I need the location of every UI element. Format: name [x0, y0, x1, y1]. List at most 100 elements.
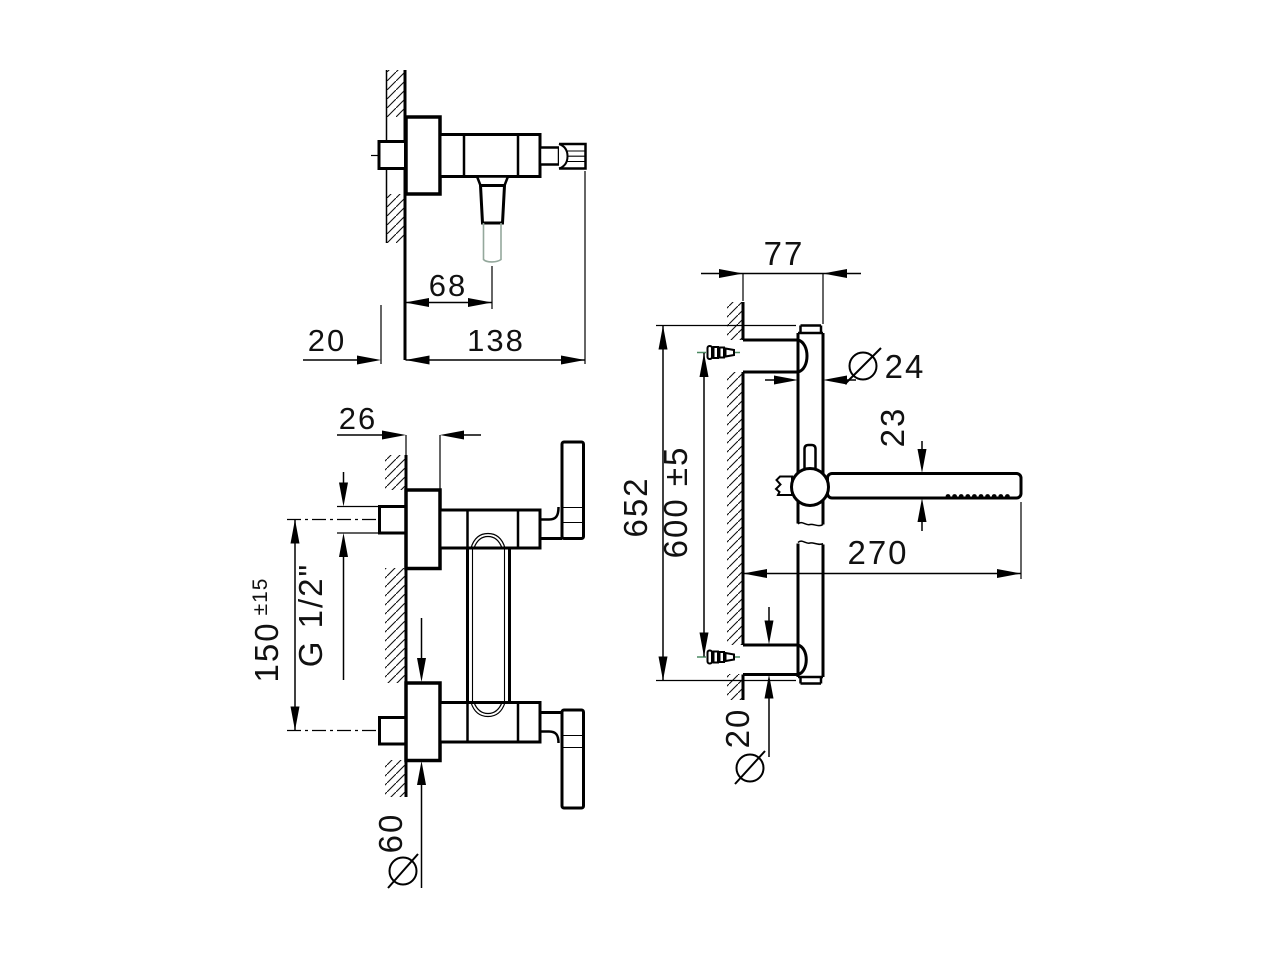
bracket-nose-arc: [797, 338, 809, 374]
dim-handshower-diameter: 23: [874, 407, 927, 531]
arrowhead: [339, 533, 348, 557]
dim-label: 60: [372, 813, 409, 854]
screw-tip: [724, 651, 735, 663]
screw-ridge: [718, 651, 725, 663]
spray-nozzle-dots: [945, 494, 1010, 499]
handshower-body: [826, 472, 1023, 500]
bottom-inlet-nut: [378, 716, 408, 746]
wall-escutcheon: [404, 115, 442, 196]
arrowhead: [823, 375, 847, 385]
holder-hook-break: [774, 475, 793, 496]
arrowhead: [339, 482, 348, 507]
mixer-front: [378, 440, 585, 810]
arrowhead: [997, 569, 1021, 578]
lever-blade: [560, 708, 585, 810]
plan-view: 68 20 138: [303, 70, 587, 365]
wall-hatch: [386, 70, 405, 117]
dim-bracket-projection: 77: [701, 235, 861, 324]
wall-hatch: [385, 568, 406, 683]
arrowhead: [719, 269, 743, 278]
wall-hatch: [385, 760, 406, 797]
arrowhead: [290, 706, 300, 731]
dim-bracket-spacing: 600 ±5: [657, 353, 709, 657]
arrowhead: [440, 430, 464, 440]
arrowhead: [917, 449, 927, 473]
arrowhead: [823, 269, 847, 278]
dim-label: 150±15: [248, 578, 285, 683]
dim-label: 600 ±5: [657, 446, 694, 559]
bottom-wall-bracket: [706, 643, 808, 676]
outlet-cone: [478, 184, 507, 225]
mixer-plan: [371, 115, 587, 263]
dim-label: 20: [308, 323, 346, 358]
dim-label: 68: [429, 268, 467, 303]
column-dome-arc: [470, 532, 506, 549]
rail-break-wave: [797, 521, 824, 527]
screw-anchor-icon: [706, 649, 735, 665]
dim-outlet-offset: 68: [405, 266, 493, 309]
top-inlet-nut: [378, 505, 408, 535]
top-lever: [540, 440, 585, 540]
top-valve-body: [438, 508, 542, 550]
diameter-symbol: [844, 347, 882, 385]
screw-head: [706, 649, 713, 665]
slider-ball-joint: [790, 467, 830, 507]
arrowhead: [382, 430, 406, 440]
front-view: 26 G 1/2" 150±15 60: [248, 401, 585, 889]
diameter-circle: [388, 856, 418, 886]
arrowhead: [417, 658, 426, 682]
inlet-nut: [377, 140, 407, 170]
top-escutcheon: [404, 488, 442, 571]
diameter-slash: [387, 853, 419, 889]
diameter-slash: [844, 347, 882, 385]
thread-label: G 1/2": [292, 563, 329, 667]
screw-tip: [724, 347, 735, 358]
column-dome-arc: [470, 702, 506, 718]
screw-ridge: [712, 650, 719, 664]
bracket-fill: [741, 341, 797, 371]
arrowhead: [658, 656, 668, 681]
screw-ridge: [712, 346, 719, 359]
dim-escutcheon-diameter: 60: [372, 618, 426, 889]
arrowhead: [743, 569, 767, 578]
dim-inlet-spacing: 150±15: [248, 519, 300, 731]
dim-label: 23: [874, 407, 911, 448]
dim-label: 24: [885, 348, 926, 385]
wall-hatch: [385, 455, 406, 490]
dim-escutcheon-depth: 26: [337, 401, 481, 489]
diameter-slash: [734, 750, 766, 785]
rail-side-view: 77 24 23 652: [617, 235, 1023, 785]
bottom-valve-body: [438, 701, 542, 744]
lever-blade: [560, 440, 585, 540]
wall-section: [727, 302, 745, 700]
arrowhead: [468, 298, 492, 307]
arrowhead: [917, 498, 927, 522]
wall-hatch: [727, 674, 743, 700]
arrowhead: [405, 355, 430, 365]
wall-hatch: [727, 372, 743, 645]
diameter-symbol: [734, 750, 766, 785]
wall-section: [385, 70, 407, 360]
label-thread-size: G 1/2": [292, 472, 379, 680]
arrowhead: [774, 375, 798, 385]
dim-bracket-arm-diameter: 20: [719, 607, 774, 785]
wall-hatch: [386, 194, 405, 243]
screw-head: [706, 345, 713, 360]
diameter-symbol: [387, 853, 419, 889]
diameter-circle: [735, 753, 765, 783]
column-dome-arc: [473, 702, 503, 715]
arrowhead: [699, 353, 709, 377]
slider-lock-knob: [803, 443, 817, 470]
dim-label: 652: [617, 476, 654, 537]
lever-arm-bottom-fillet: [540, 730, 560, 744]
arrowhead: [357, 355, 381, 365]
dim-label: 138: [467, 323, 525, 358]
arrowhead: [417, 761, 426, 785]
screw-anchor-icon: [706, 345, 735, 360]
handshower-holder-tube: [482, 223, 502, 263]
wall-hatch: [727, 302, 743, 340]
dim-label: 270: [847, 534, 908, 571]
diameter-circle: [848, 351, 878, 381]
top-wall-bracket: [706, 338, 809, 374]
